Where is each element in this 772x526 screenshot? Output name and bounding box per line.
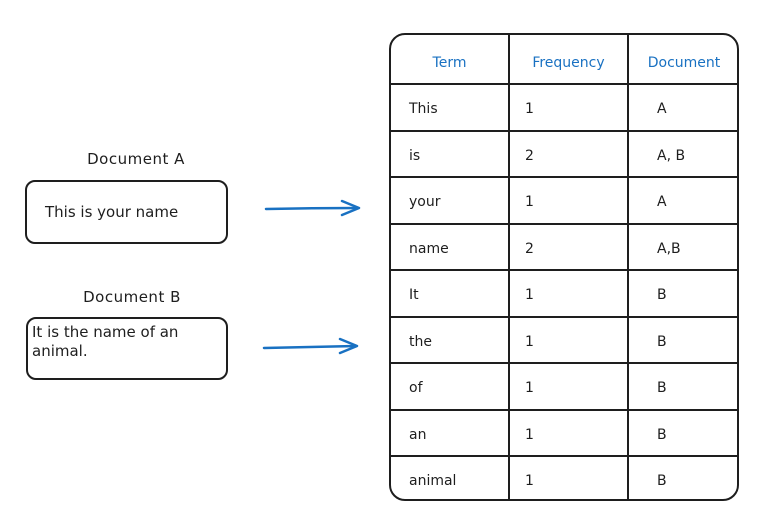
cell-frequency: 2 [525,147,534,164]
cell-frequency: 1 [525,101,534,117]
row-divider [391,83,737,85]
row-divider [391,222,737,225]
cell-document: B [657,287,667,303]
document-b-box: It is the name of an animal. [26,317,228,380]
cell-frequency: 2 [525,240,534,257]
cell-document: B [657,473,667,489]
cell-document: B [657,426,667,443]
cell-term: an [409,426,427,443]
cell-document: A,B [657,240,681,257]
document-b-text: It is the name of an animal. [32,323,179,360]
arrow-a-icon [264,199,361,217]
cell-frequency: 1 [525,194,534,210]
arrow-b-icon [262,337,359,355]
header-frequency: Frequency [532,55,605,71]
row-divider [391,455,737,457]
row-divider [391,129,737,132]
cell-term: It [409,287,419,303]
cell-term: your [409,194,441,210]
cell-document: A [657,194,667,210]
cell-frequency: 1 [525,426,534,443]
column-divider [627,35,629,499]
document-a-text: This is your name [45,202,179,221]
document-a-title: Document A [87,150,185,168]
header-term: Term [432,55,467,71]
row-divider [391,176,737,178]
cell-frequency: 1 [525,287,534,303]
document-b-title: Document B [83,288,181,306]
cell-term: animal [409,473,457,489]
cell-term: the [409,333,432,350]
cell-term: name [409,240,449,257]
column-divider [508,35,510,499]
cell-frequency: 1 [525,380,534,396]
cell-document: A, B [657,147,686,164]
row-divider [391,269,737,271]
cell-document: A [657,101,667,117]
row-divider [391,408,737,411]
document-a-box: This is your name [25,180,228,244]
cell-frequency: 1 [525,333,534,350]
cell-document: B [657,333,667,350]
cell-document: B [657,380,667,396]
row-divider [391,315,737,318]
cell-term: This [409,101,438,117]
row-divider [391,362,737,364]
header-document: Document [647,55,721,71]
cell-term: of [409,380,423,396]
cell-term: is [409,147,421,164]
cell-frequency: 1 [525,473,534,489]
